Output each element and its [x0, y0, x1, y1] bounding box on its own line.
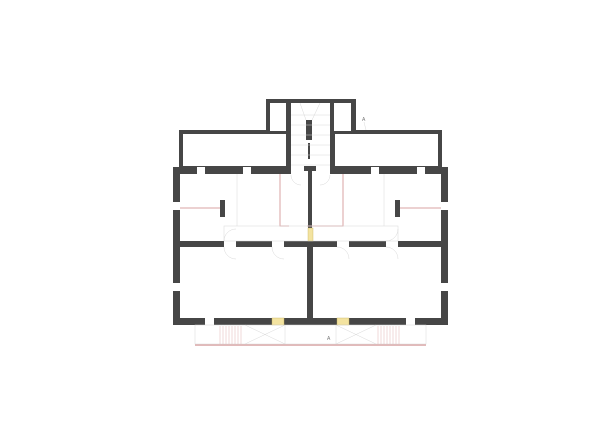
tower-room-left [270, 103, 286, 131]
porch-stairs [219, 326, 400, 344]
wing-room-left [183, 134, 286, 166]
tower-room-right [334, 103, 351, 131]
section-mark-top: A [362, 117, 366, 123]
central-wall [220, 120, 400, 241]
room-lower-left [180, 247, 307, 318]
wing-room-right [335, 134, 438, 166]
thin-lines [194, 102, 427, 345]
room-lower-right [313, 247, 441, 318]
windows [173, 167, 448, 325]
section-mark-bottom: A [327, 336, 331, 342]
